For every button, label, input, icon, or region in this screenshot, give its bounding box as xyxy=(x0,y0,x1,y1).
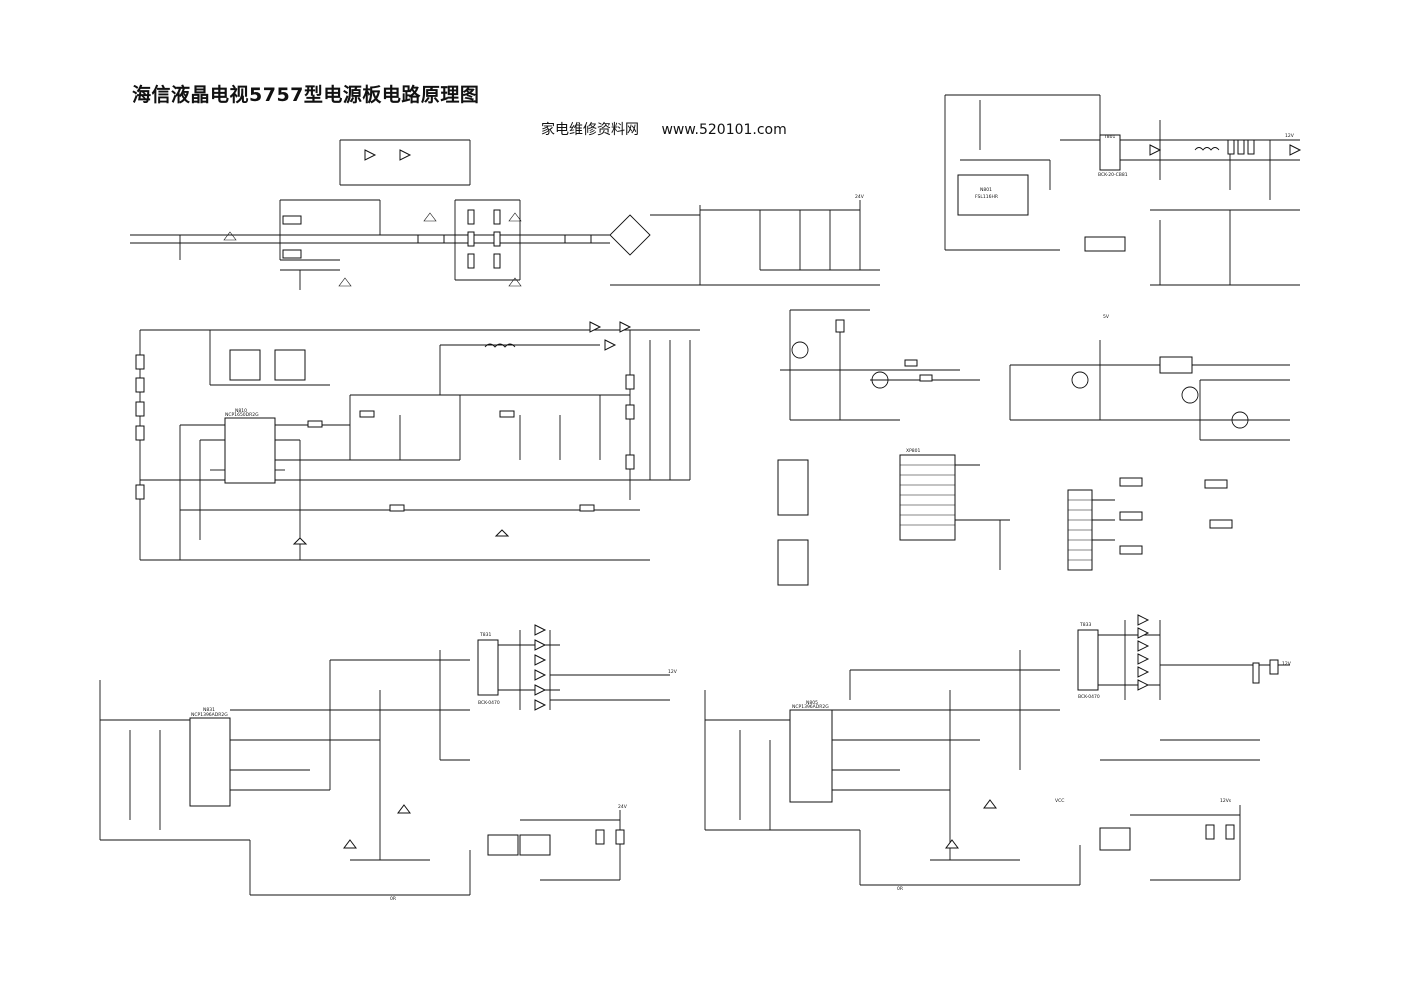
ic-n805-label: N805 xyxy=(806,700,818,706)
t801-part: BCK-20-CB81 xyxy=(1098,172,1128,178)
v12-left-label: 12V xyxy=(668,669,678,675)
v12-right-label: 12V xyxy=(1282,661,1292,667)
t801-label: T801 xyxy=(1103,134,1115,140)
ic-n805-part: NCP1396ADR2G xyxy=(792,704,829,710)
v24-label: 24V xyxy=(618,804,628,810)
standby-section: T801 BCK-20-CB81 N801 FSL116HR xyxy=(944,94,1302,286)
t833-part: BCK-0470 xyxy=(1078,694,1100,700)
transformer-t831 xyxy=(477,639,499,696)
ic-n810-part: NCP1650DR2G xyxy=(225,412,259,418)
vcc-label: VCC xyxy=(1055,798,1064,804)
pfc-section: N810 NCP1650DR2G xyxy=(135,321,700,561)
site-name: 家电维修资料网 xyxy=(541,122,639,138)
v12-top-label: 12V xyxy=(1285,133,1295,139)
llc-left-section: N831 NCP1396ADR2G T831 BCK-0470 24V 12V … xyxy=(99,624,678,902)
connector-section: XP801 xyxy=(777,448,1233,586)
xp801-label: XP801 xyxy=(906,448,921,454)
ic-n801-label: N801 xyxy=(980,187,992,193)
site-url: www.520101.com xyxy=(661,122,787,138)
ic-n831 xyxy=(189,717,231,807)
v5-label: 5V xyxy=(1103,314,1110,320)
t831-label: T831 xyxy=(479,632,491,638)
ic-n810 xyxy=(224,417,276,484)
v24-top-label: 24V xyxy=(855,194,865,200)
connector-xp801 xyxy=(899,454,956,541)
t831-part: BCK-0470 xyxy=(478,700,500,706)
control-section xyxy=(780,309,1290,441)
r807-label: 0R xyxy=(897,886,903,892)
transformer-t833 xyxy=(1077,629,1099,691)
r809-label: 0R xyxy=(390,896,396,902)
ic-n801-part: FSL116HR xyxy=(975,194,998,200)
t833-label: T833 xyxy=(1079,622,1091,628)
ic-n801 xyxy=(957,174,1029,216)
site-caption: 家电维修资料网 www.520101.com xyxy=(541,119,787,139)
ic-n831-part: NCP1396ADR2G xyxy=(191,712,228,718)
ic-n831-label: N831 xyxy=(203,707,215,713)
ic-n810-label: N810 xyxy=(235,408,247,414)
ic-n805 xyxy=(789,709,833,803)
llc-right-section: N805 NCP1396ADR2G T833 BCK-0470 12Vs 12V… xyxy=(704,614,1292,892)
emi-filter-section xyxy=(130,139,880,290)
page-title: 海信液晶电视5757型电源板电路原理图 xyxy=(132,84,480,106)
v12s-label: 12Vs xyxy=(1220,798,1232,804)
